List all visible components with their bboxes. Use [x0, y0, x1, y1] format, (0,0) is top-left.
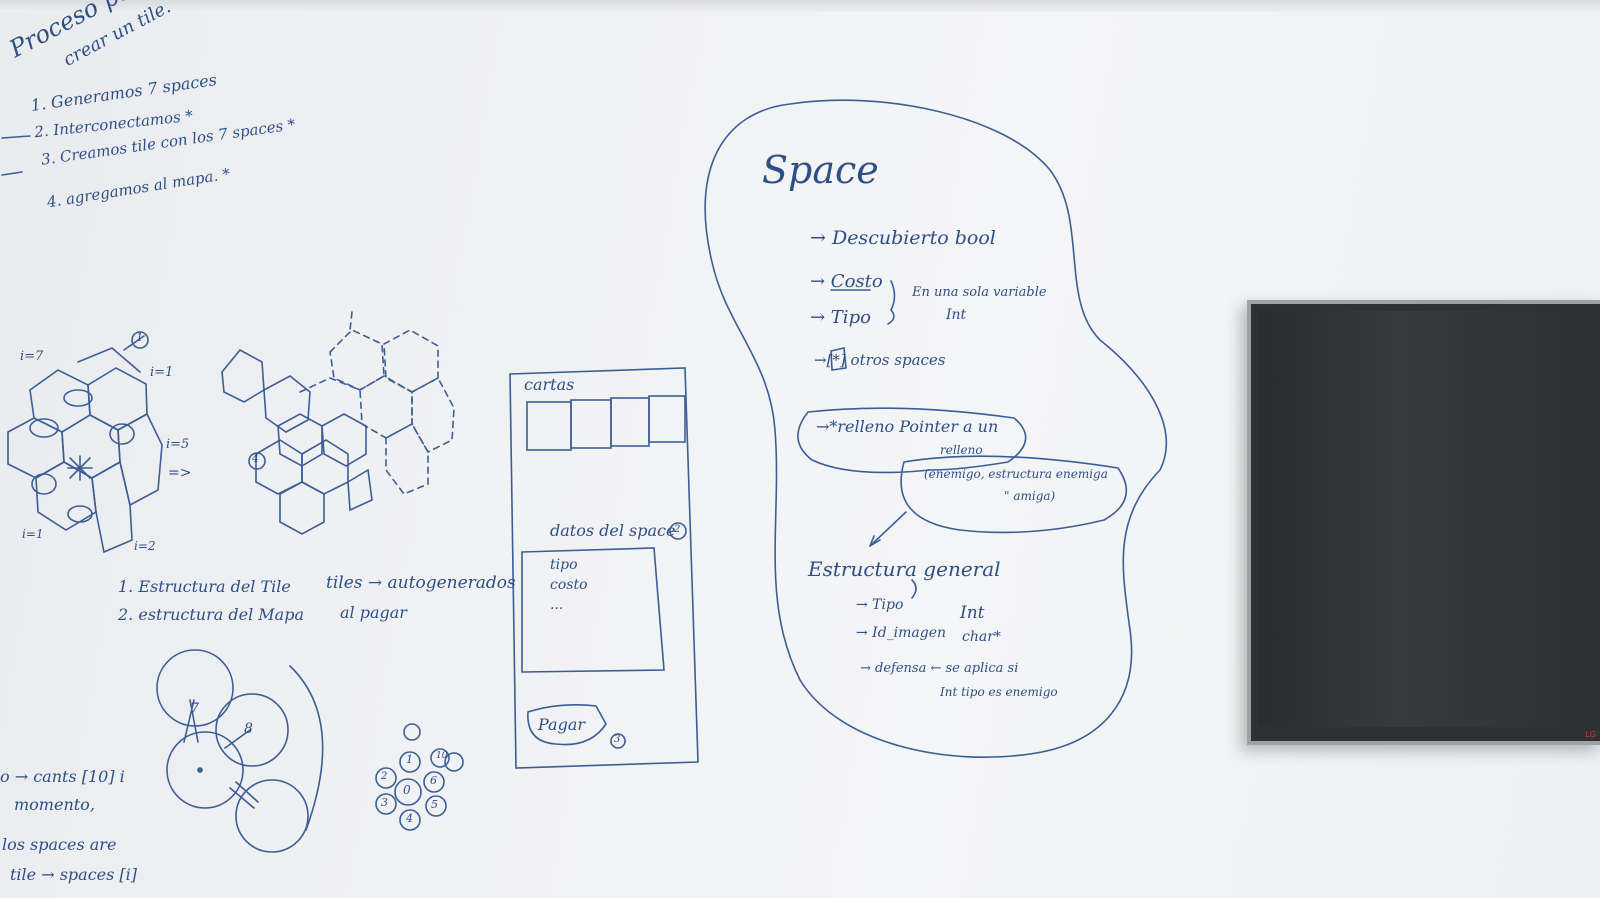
space-enemigo: (enemigo, estructura enemiga: [924, 467, 1108, 481]
space-descubierto: → Descubierto bool: [810, 227, 996, 249]
label-i7: i=7: [20, 349, 44, 364]
datos-title: datos del space: [550, 521, 676, 540]
pagar-button-sketch: Pagar: [538, 715, 586, 734]
space-defensa: → defensa ← se aplica si: [860, 661, 1019, 676]
datos-costo: costo: [550, 577, 588, 593]
tv-monitor: LG: [1247, 300, 1600, 745]
tv-screen: [1258, 311, 1600, 727]
space-id-imagen: → Id_imagen: [856, 625, 947, 641]
label-i5: i=5: [166, 437, 190, 452]
hex-number-10: 10: [436, 751, 448, 761]
note-al-pagar: al pagar: [340, 603, 407, 622]
bottom-note-4: tile → spaces [i]: [10, 865, 138, 884]
label-i1: i=1: [150, 365, 174, 380]
space-amiga: " amiga): [1004, 489, 1056, 503]
space-tipo2: → Tipo: [856, 597, 904, 613]
hex-number-5: 5: [431, 798, 438, 811]
label-circle1: 1: [136, 331, 143, 344]
space-relleno2: relleno: [940, 443, 983, 457]
circle-number-7: 7: [190, 701, 199, 717]
datos-tipo: tipo: [550, 557, 578, 573]
space-otros: →[*] otros spaces: [814, 351, 946, 369]
hex-number-6: 6: [430, 774, 437, 787]
space-estructura: Estructura general: [808, 557, 1001, 581]
hex-number-1: 1: [406, 753, 413, 766]
space-title: Space: [762, 148, 879, 192]
tv-brand-logo: LG: [1585, 730, 1596, 739]
note-estructura-mapa: 2. estructura del Mapa: [118, 605, 304, 624]
space-una-variable: En una sola variable: [912, 285, 1047, 300]
space-int3: Int tipo es enemigo: [940, 685, 1058, 699]
space-costo: → Costo: [810, 271, 883, 292]
hex-number-2: 2: [381, 771, 388, 782]
label-circle4: 4: [252, 452, 259, 465]
space-int2: Int: [960, 603, 985, 623]
datos-ellipsis: ...: [550, 597, 564, 613]
datos-number: 2: [674, 524, 681, 535]
label-arrow: =>: [168, 465, 192, 481]
hex-number-4: 4: [406, 812, 413, 825]
label-i2: i=2: [134, 539, 156, 553]
space-char: char*: [962, 629, 1001, 645]
bottom-note-1: o → cants [10] i: [0, 767, 125, 786]
space-relleno: →*relleno Pointer a un: [816, 417, 999, 436]
space-int1: Int: [946, 307, 967, 323]
note-estructura-tile: 1. Estructura del Tile: [118, 577, 291, 596]
hex-number-3: 3: [381, 796, 388, 809]
space-tipo: → Tipo: [810, 307, 871, 328]
circle-number-8: 8: [244, 721, 253, 737]
cards-title: cartas: [524, 375, 575, 394]
pagar-number: 3: [614, 734, 621, 745]
bottom-note-2: momento,: [14, 795, 95, 814]
note-tiles-auto: tiles → autogenerados: [326, 573, 516, 593]
hex-number-0: 0: [403, 783, 411, 797]
bottom-note-3: los spaces are: [2, 835, 117, 854]
label-i1b: i=1: [22, 527, 44, 541]
whiteboard-top-edge: [0, 0, 1600, 12]
